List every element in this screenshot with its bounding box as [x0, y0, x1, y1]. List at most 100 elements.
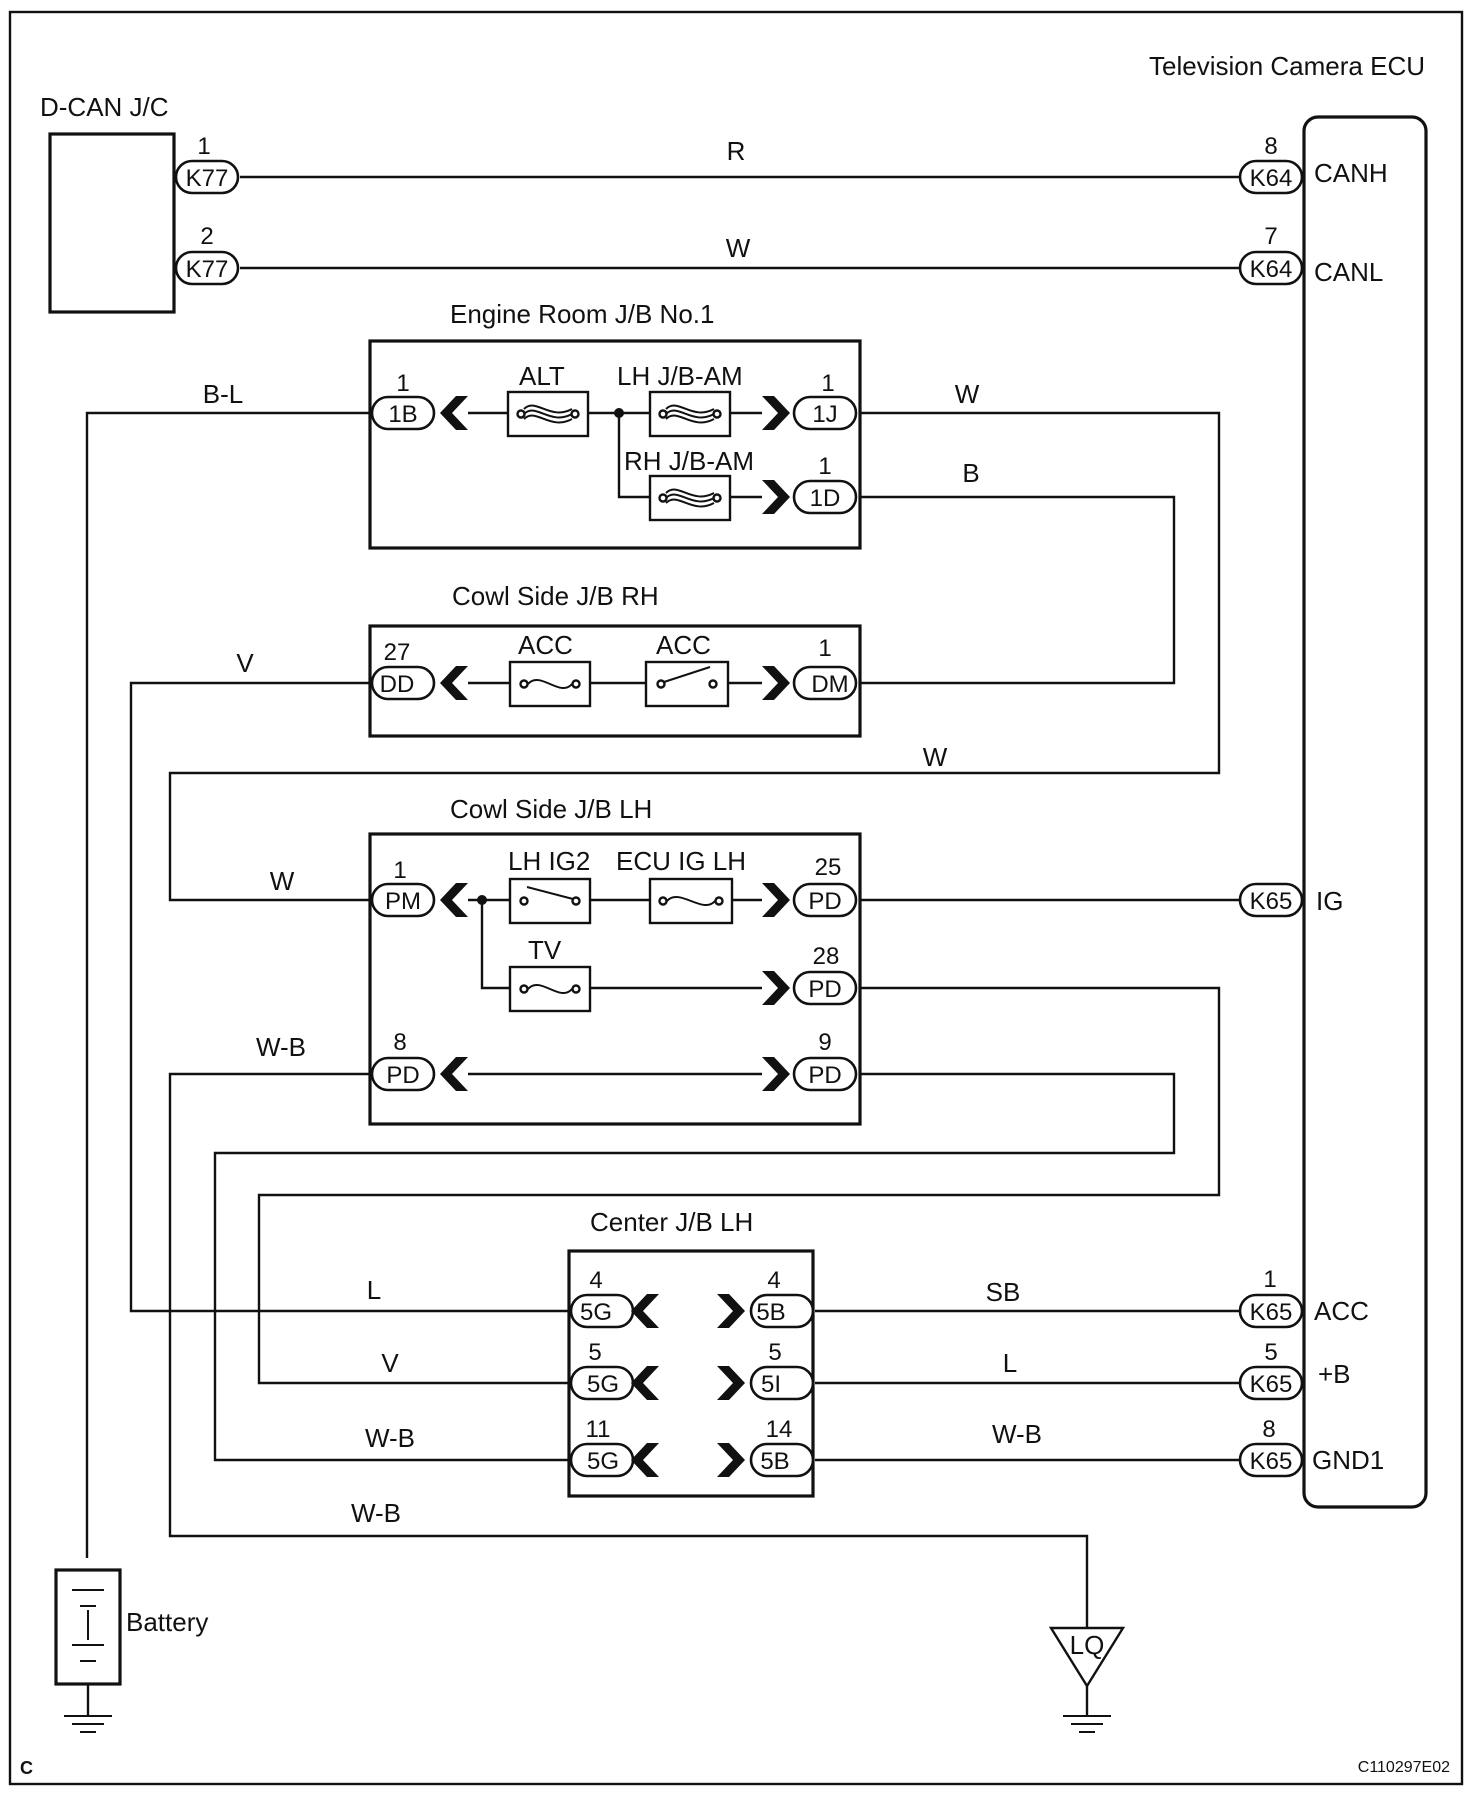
svg-text:5B: 5B	[760, 1448, 789, 1475]
connector-K65-1: K65 1	[1238, 1266, 1304, 1329]
connector-1D: 1D 1	[762, 453, 858, 515]
wire-color-pd8-ground: W-B	[256, 1032, 306, 1062]
connector-K77-1: K77 1	[174, 133, 240, 195]
connector-K65-ig: K65	[1238, 882, 1304, 918]
battery-icon	[54, 1568, 122, 1733]
ground-lq-icon	[1048, 1626, 1126, 1733]
svg-text:K77: K77	[186, 256, 229, 283]
connector-K65-5: K65 5	[1238, 1339, 1304, 1401]
engine-room-jb: Engine Room J/B No.1 ALT LH J/B-AM	[368, 299, 862, 550]
svg-text:7: 7	[1264, 223, 1277, 250]
wire-color-battery-feed: B-L	[203, 379, 243, 409]
svg-text:1: 1	[197, 133, 210, 160]
diagram-frame	[8, 10, 1464, 1786]
svg-text:DD: DD	[380, 671, 415, 698]
svg-text:K65: K65	[1250, 1371, 1293, 1398]
svg-text:5G: 5G	[580, 1299, 612, 1326]
svg-text:5B: 5B	[756, 1299, 785, 1326]
wire-color-lh-jb-am-out: W	[955, 379, 980, 409]
svg-text:11: 11	[586, 1416, 611, 1443]
wire-color-rh-jb-am-out: B	[962, 458, 979, 488]
connector-1J: 1J 1	[762, 370, 858, 431]
connector-PD-8: PD 8	[370, 1029, 468, 1092]
cowl-side-jb-rh-label: Cowl Side J/B RH	[452, 581, 659, 611]
ecu-ig-lh-label: ECU IG LH	[616, 846, 746, 876]
wire-color-gnd-left: W-B	[365, 1423, 415, 1453]
svg-text:1: 1	[393, 857, 406, 884]
connector-DM: DM 1	[762, 635, 858, 701]
svg-text:14: 14	[766, 1416, 793, 1443]
tv-camera-ecu: Television Camera ECU CANH CANL IG ACC +…	[1149, 51, 1428, 1509]
wire-color-canh: R	[727, 136, 746, 166]
wire-color-canl: W	[726, 233, 751, 263]
connector-1B: 1B 1	[370, 370, 468, 431]
svg-text:8: 8	[1262, 1416, 1275, 1443]
page-code: C	[20, 1758, 33, 1778]
svg-text:PD: PD	[808, 976, 841, 1003]
ecu-label: Television Camera ECU	[1149, 51, 1425, 81]
lh-jb-am-fuse-label: LH J/B-AM	[617, 361, 743, 391]
svg-text:25: 25	[815, 854, 842, 881]
svg-text:K65: K65	[1250, 1448, 1293, 1475]
ecu-ig-lh-fuse-icon	[648, 877, 734, 925]
svg-text:5I: 5I	[761, 1371, 781, 1398]
svg-text:1: 1	[818, 635, 831, 662]
svg-text:9: 9	[818, 1029, 831, 1056]
svg-text:1D: 1D	[810, 485, 841, 512]
svg-text:DM: DM	[811, 671, 848, 698]
connector-K65-8: K65 8	[1238, 1416, 1304, 1478]
svg-text:4: 4	[589, 1267, 602, 1294]
svg-text:8: 8	[1264, 133, 1277, 160]
svg-text:1: 1	[1263, 1266, 1276, 1293]
lh-ig2-relay-icon	[508, 877, 592, 925]
wire-color-acc-right: SB	[986, 1277, 1021, 1307]
dcan-jc: D-CAN J/C	[40, 92, 176, 314]
connector-DD: DD 27	[370, 639, 468, 701]
ecu-terminal-b: +B	[1318, 1359, 1351, 1389]
cowl-side-jb-rh: Cowl Side J/B RH ACC ACC DD 27 DM 1	[368, 581, 862, 738]
connector-5G-11: 5G 11	[569, 1416, 659, 1478]
engine-room-jb-label: Engine Room J/B No.1	[450, 299, 714, 329]
connector-PM: PM 1	[370, 857, 468, 918]
svg-text:5: 5	[1264, 1339, 1277, 1366]
acc-fuse-label: ACC	[518, 630, 573, 660]
wire-color-b-left: V	[381, 1348, 399, 1378]
rh-jb-am-fuse-label: RH J/B-AM	[624, 446, 754, 476]
tv-fuse-label: TV	[528, 935, 562, 965]
connector-K64-7: K64 7	[1238, 223, 1304, 286]
ecu-terminal-canl: CANL	[1314, 257, 1383, 287]
wire-color-dd-out: V	[236, 648, 254, 678]
svg-text:1J: 1J	[812, 401, 837, 428]
svg-text:PD: PD	[808, 1062, 841, 1089]
acc-relay-label: ACC	[656, 630, 711, 660]
svg-text:PM: PM	[385, 888, 421, 915]
center-jb-lh-label: Center J/B LH	[590, 1207, 753, 1237]
ecu-terminal-acc: ACC	[1314, 1296, 1369, 1326]
rh-jb-am-fuse-icon	[648, 474, 732, 522]
alt-fuse-label: ALT	[519, 361, 565, 391]
connector-5B-14: 5B 14	[717, 1416, 815, 1478]
svg-text:K77: K77	[186, 165, 229, 192]
connector-5G-5: 5G 5	[569, 1339, 659, 1401]
svg-text:1B: 1B	[388, 401, 417, 428]
alt-fuse-icon	[506, 390, 590, 438]
tv-fuse-icon	[508, 965, 592, 1013]
ecu-terminal-ig: IG	[1316, 886, 1343, 916]
svg-text:1: 1	[818, 453, 831, 480]
svg-text:5: 5	[768, 1339, 781, 1366]
junction-dot	[477, 895, 487, 905]
wire-color-labels: R W B-L W B V W W W-B L SB V L W-B W-B W…	[203, 136, 1042, 1528]
connector-5I-5: 5I 5	[717, 1339, 815, 1401]
svg-text:28: 28	[813, 943, 840, 970]
acc-relay-icon	[644, 660, 730, 708]
connector-PD-25: PD 25	[762, 854, 858, 918]
ecu-terminal-gnd1: GND1	[1312, 1445, 1384, 1475]
junction-dot	[614, 408, 624, 418]
svg-text:K64: K64	[1250, 256, 1293, 283]
dcan-jc-label: D-CAN J/C	[40, 92, 169, 122]
lh-ig2-label: LH IG2	[508, 846, 590, 876]
svg-text:K64: K64	[1250, 165, 1293, 192]
connector-PD-9: PD 9	[762, 1029, 858, 1092]
connector-K64-8: K64 8	[1238, 133, 1304, 195]
svg-text:K65: K65	[1250, 1299, 1293, 1326]
